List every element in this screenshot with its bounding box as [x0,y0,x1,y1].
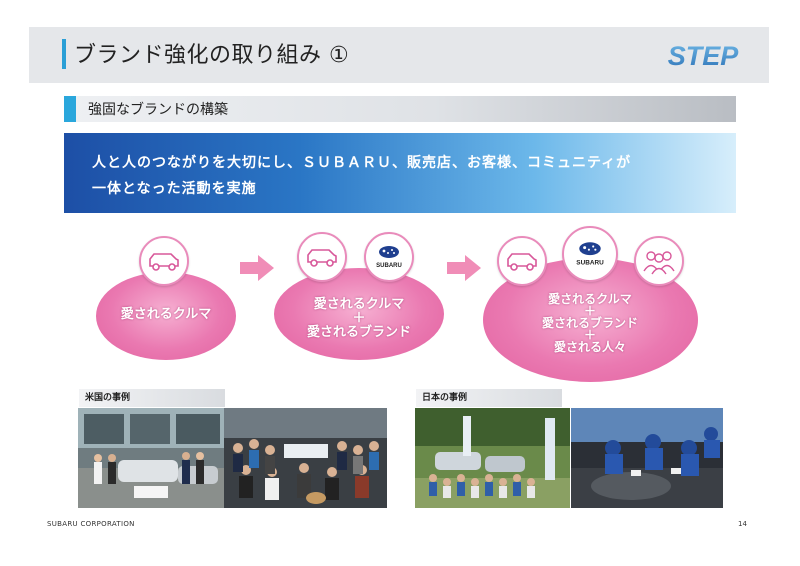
car-icon [149,253,179,271]
us-crowd-photo [224,408,387,508]
section-accent [64,96,76,122]
stage-1-text: 愛されるクルマ [120,307,212,322]
us-case-label: 米国の事例 [79,389,225,407]
arrow-right-icon [240,255,274,281]
stage-3-plus-1: ＋ [583,304,596,318]
car-icon-circle [297,232,347,282]
svg-text:SUBARU: SUBARU [576,260,604,267]
jp-case-label: 日本の事例 [416,389,562,407]
section-title: 強固なブランドの構築 [88,102,228,118]
stage-3-plus-2: ＋ [583,328,596,342]
svg-text:SUBARU: SUBARU [376,263,402,269]
stage-3-text: 愛されるクルマ ＋ 愛されるブランド ＋ 愛される人々 [515,292,665,354]
stage-3-line-1: 愛されるクルマ [548,292,632,306]
header-band [29,27,769,83]
message-line-1: 人と人のつながりを大切にし、ＳＵＢＡＲＵ、販売店、お客様、コミュニティが [92,155,632,171]
car-icon-circle [497,236,547,286]
stage-1-blob [96,272,236,360]
people-icon [643,251,675,275]
page-number: 14 [738,520,747,528]
jp-workshop-photo [571,408,723,508]
footer-company: SUBARU CORPORATION [47,520,135,528]
arrow-right-icon [447,255,481,281]
jp-outdoor-event-photo [415,408,570,508]
stage-3-line-3: 愛される人々 [553,340,626,354]
step-logo: STEP [668,41,740,70]
subaru-badge-circle: SUBARU [364,232,414,282]
us-dealership-photo [78,408,224,508]
svg-text:STEP: STEP [668,41,740,70]
section-bar [64,96,736,122]
header-accent-bar [62,39,66,69]
stage-2-plus-1: ＋ [352,311,366,326]
subaru-emblem-icon: SUBARU [576,242,604,267]
stage-2-blob [274,268,444,360]
message-band [64,133,736,213]
subaru-emblem-icon: SUBARU [376,246,402,269]
people-icon-circle [634,236,684,286]
car-icon-circle [139,236,189,286]
stage-2-line-1: 愛されるクルマ [313,297,405,312]
car-icon [507,253,537,271]
stage-2-line-2: 愛されるブランド [306,325,411,340]
stage-2-text: 愛されるクルマ ＋ 愛されるブランド [284,297,434,341]
message-line-2: 一体となった活動を実施 [92,181,257,197]
page-title: ブランド強化の取り組み ① [74,43,350,68]
car-icon [307,249,337,267]
stage-3-line-2: 愛されるブランド [541,316,638,330]
subaru-badge-circle: SUBARU [562,226,618,282]
